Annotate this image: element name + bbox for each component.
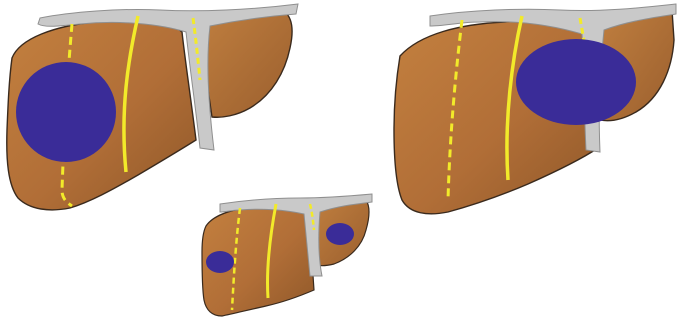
liver-diagram-3 <box>202 194 372 316</box>
liver-diagram-1 <box>7 4 298 210</box>
tumor-3b <box>326 223 354 245</box>
liver-diagram-2 <box>394 4 676 214</box>
tumor-3a <box>206 251 234 273</box>
tumor-2 <box>516 39 636 125</box>
liver-left-lobe-1 <box>198 11 292 117</box>
tumor-1 <box>16 62 116 162</box>
